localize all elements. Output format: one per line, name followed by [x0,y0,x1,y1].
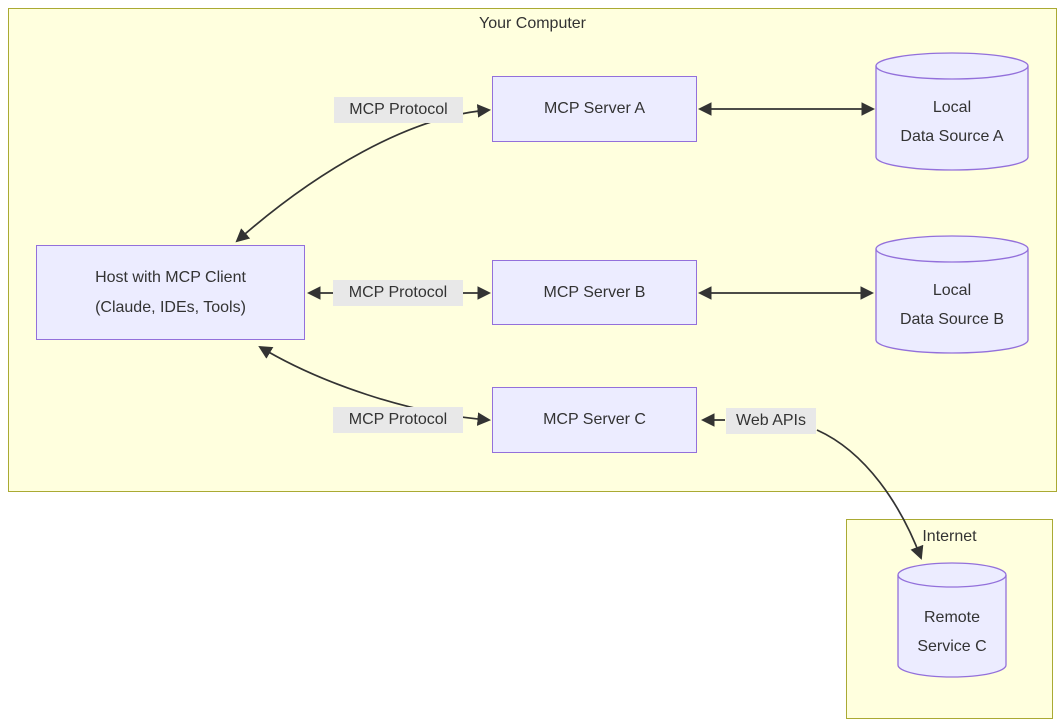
node-mcp-server-c-label: MCP Server C [543,411,646,428]
cluster-your-computer-title: Your Computer [478,15,587,32]
node-mcp-server-a-label: MCP Server A [543,100,646,117]
database-rim-icon [897,574,1007,588]
data-source-b-line1: Local [932,282,972,299]
database-icon [875,235,1029,354]
edge-label-mcp-protocol-c: MCP Protocol [333,407,463,433]
node-local-data-source-a-cylinder [875,52,1029,171]
edge-label-mcp-protocol-a: MCP Protocol [334,97,463,123]
node-mcp-server-a: MCP Server A [492,76,697,142]
node-host-with-mcp-client: Host with MCP Client (Claude, IDEs, Tool… [36,245,305,340]
node-remote-service-c-label: Remote Service C [898,602,1006,662]
node-remote-service-c-cylinder [897,562,1007,678]
edge-host-server-a [235,104,492,243]
node-local-data-source-b-label: Local Data Source B [876,275,1028,335]
edge-label-web-apis: Web APIs [726,408,816,434]
remote-service-c-line1: Remote [923,609,981,626]
edge-label-mcp-protocol-b: MCP Protocol [333,280,463,306]
data-source-b-line2: Data Source B [899,311,1005,328]
edge-web-apis-remote-service-c [816,429,924,560]
data-source-a-line1: Local [932,99,972,116]
node-host-line1: Host with MCP Client [95,268,246,286]
data-source-a-line2: Data Source A [900,128,1004,145]
node-local-data-source-b-cylinder [875,235,1029,354]
remote-service-c-line2: Service C [917,638,987,655]
node-local-data-source-a-label: Local Data Source A [876,92,1028,152]
node-mcp-server-b: MCP Server B [492,260,697,325]
node-mcp-server-c: MCP Server C [492,387,697,453]
database-icon [875,52,1029,171]
database-icon [897,562,1007,678]
database-rim-icon [875,65,1029,80]
node-host-line2: (Claude, IDEs, Tools) [95,298,246,316]
cluster-internet: Internet [846,519,1053,719]
node-mcp-server-b-label: MCP Server B [543,283,646,301]
database-rim-icon [875,248,1029,263]
cluster-internet-title: Internet [922,528,977,545]
